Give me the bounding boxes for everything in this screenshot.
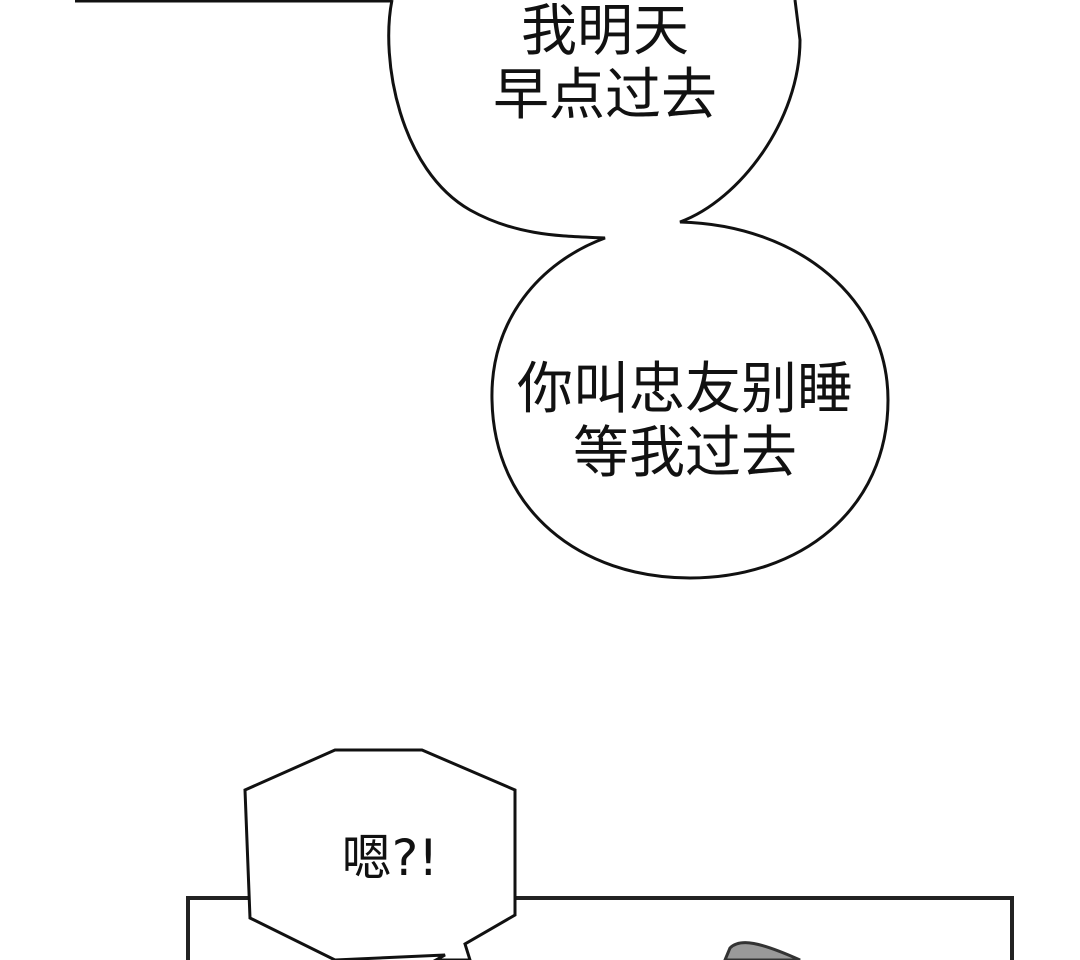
bubble-text-3: 嗯?!	[341, 829, 439, 887]
bubble-text-2: 你叫忠友别睡 等我过去	[517, 357, 853, 487]
speech-bubble-octagon	[243, 748, 517, 960]
speech-bubble-double	[387, 0, 890, 580]
object-partial	[723, 941, 801, 960]
bubble-text-1: 我明天 早点过去	[493, 0, 717, 129]
